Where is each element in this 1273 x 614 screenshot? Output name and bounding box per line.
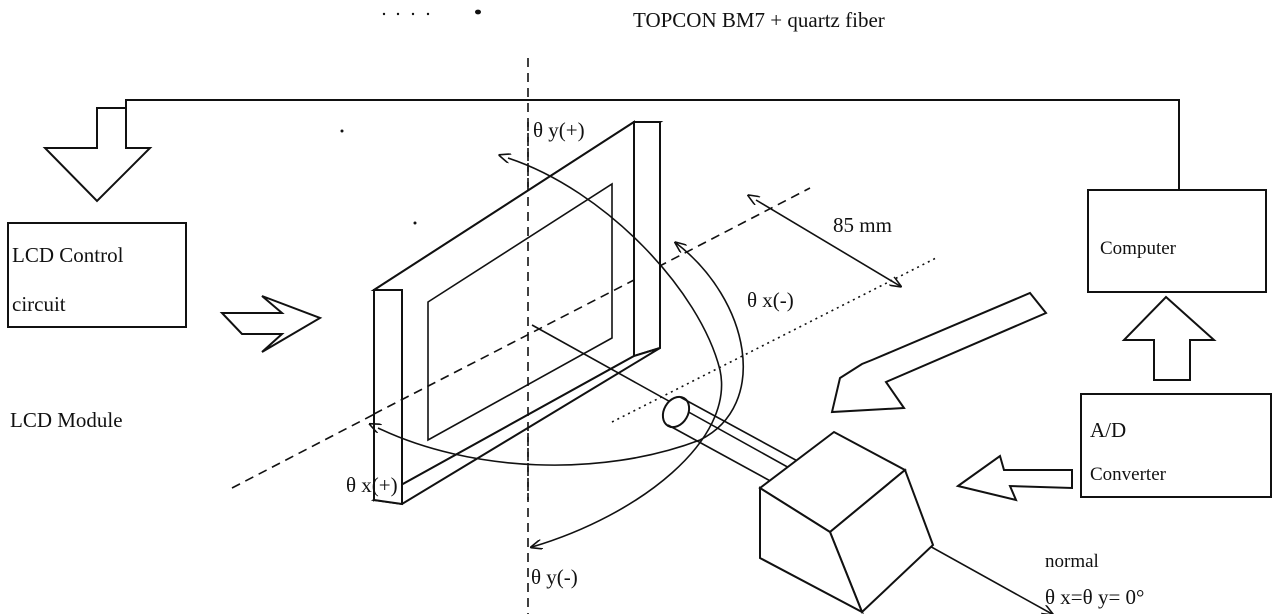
ad-converter-label-line2: Converter	[1090, 464, 1167, 485]
feedback-line	[125, 99, 1180, 190]
lcd-module-frame	[370, 120, 664, 506]
distance-dimension-arrow	[756, 200, 900, 286]
stray-marks	[340, 9, 481, 225]
theta-y-arc	[508, 158, 723, 547]
computer-box	[1087, 189, 1267, 293]
theta-x-arc	[378, 243, 745, 466]
theta-y-minus-label: θ y(-)	[531, 565, 578, 589]
ad-to-computer-arrow	[1121, 295, 1217, 381]
normal-condition-label: θ x=θ y= 0°	[1045, 585, 1144, 609]
lcd-control-label-line2: circuit	[12, 292, 66, 316]
detector-head	[758, 430, 935, 614]
diagram-title: TOPCON BM7 + quartz fiber	[633, 8, 885, 32]
ad-converter-box	[1080, 393, 1272, 498]
theta-y-plus-label: θ y(+)	[533, 118, 585, 142]
down-arrow-to-control	[42, 107, 153, 203]
detector-to-ad-arrow	[955, 454, 1073, 502]
control-to-lcd-arrow	[219, 295, 323, 353]
theta-x-plus-label: θ x(+)	[346, 473, 398, 497]
computer-label: Computer	[1100, 238, 1177, 259]
ad-converter-label-line1: A/D	[1090, 418, 1126, 442]
normal-label: normal	[1045, 551, 1099, 572]
distance-label: 85 mm	[833, 213, 892, 237]
lcd-control-label-line1: LCD Control	[12, 243, 124, 267]
light-direction-arrow	[830, 291, 1048, 414]
lcd-module-label: LCD Module	[10, 408, 123, 432]
x-axis-dashed-line	[231, 187, 811, 489]
lcd-control-box	[7, 222, 187, 328]
theta-x-minus-label: θ x(-)	[747, 288, 794, 312]
